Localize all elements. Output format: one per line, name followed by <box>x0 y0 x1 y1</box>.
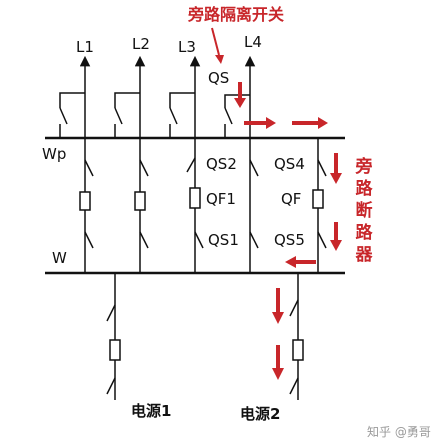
label-qs: QS <box>208 69 230 87</box>
source-1-branch <box>106 273 121 400</box>
source-2-branch <box>289 273 304 400</box>
label-w: W <box>52 249 67 267</box>
feeder-l4 <box>224 55 259 273</box>
label-qs5: QS5 <box>274 231 305 249</box>
label-source-1: 电源1 <box>131 402 172 420</box>
label-qs4: QS4 <box>274 155 305 173</box>
feeder-l3 <box>169 55 204 273</box>
label-l2: L2 <box>132 35 150 53</box>
label-qf: QF <box>281 190 302 208</box>
label-qs2: QS2 <box>206 155 237 173</box>
flow-arrows <box>211 27 342 380</box>
bypass-breaker-branch <box>312 138 327 273</box>
label-source-2: 电源2 <box>240 405 281 423</box>
label-qs1: QS1 <box>208 231 239 249</box>
label-l4: L4 <box>244 33 262 51</box>
watermark: 知乎 @勇哥 <box>367 425 431 439</box>
feeder-l1 <box>59 55 94 273</box>
label-qf1: QF1 <box>206 190 236 208</box>
label-l3: L3 <box>178 38 196 56</box>
annotation-bypass-isolator: 旁路隔离开关 <box>188 5 285 24</box>
arrow-pointer-qs <box>211 27 220 56</box>
annotation-bypass-breaker: 旁 路 断 路 器 <box>355 157 373 265</box>
label-wp: Wp <box>42 145 67 163</box>
label-l1: L1 <box>76 38 94 56</box>
feeder-l2 <box>114 55 149 273</box>
